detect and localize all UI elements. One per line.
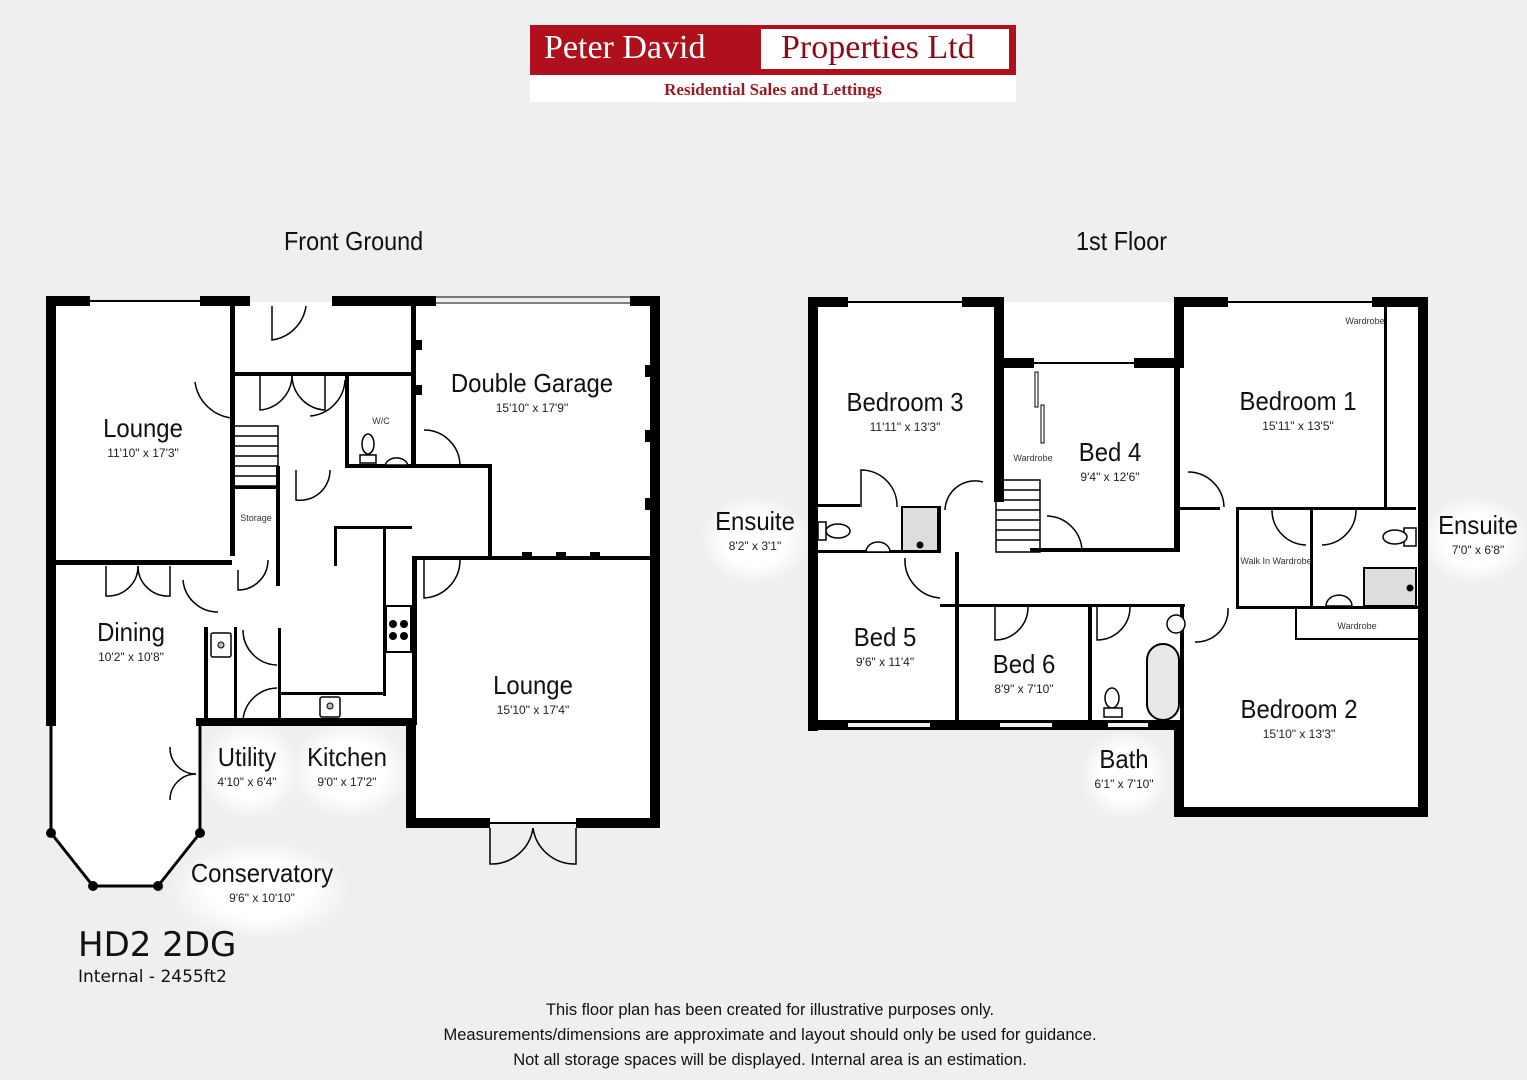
ensuite-left-glow	[700, 495, 810, 585]
label-storage: Storage	[240, 513, 272, 523]
room-bedroom-2: Bedroom 2 15'10" x 13'3"	[1240, 694, 1358, 741]
ground-floor-plan	[46, 296, 660, 891]
room-dining: Dining 10'2" x 10'8"	[97, 617, 165, 664]
ground-floor-title: Front Ground	[284, 226, 424, 256]
label-walk-in-wardrobe: Walk In Wardrobe	[1240, 556, 1312, 566]
logo-right-box: Properties Ltd	[761, 29, 1009, 69]
ensuite-right-glow	[1420, 495, 1527, 585]
label-wardrobe-bed1: Wardrobe	[1345, 316, 1385, 326]
room-bedroom-3: Bedroom 3 11'11" x 13'3"	[846, 387, 964, 434]
room-bed-4: Bed 4 9'4" x 12'6"	[1078, 437, 1142, 484]
conservatory-label-glow	[170, 840, 350, 940]
logo-left-text: Peter David	[544, 29, 706, 66]
company-logo: Peter David Properties Ltd Residential S…	[530, 25, 1016, 102]
logo-tagline: Residential Sales and Lettings	[664, 80, 882, 99]
utility-label-glow	[200, 720, 300, 820]
room-bedroom-1: Bedroom 1 15'11" x 13'5"	[1239, 386, 1357, 433]
room-ensuite-bed1: Ensuite 7'0" x 6'8"	[1438, 510, 1518, 557]
room-bath: Bath 6'1" x 7'10"	[1094, 744, 1154, 791]
room-bed-5: Bed 5 9'6" x 11'4"	[853, 622, 917, 669]
postcode: HD2 2DG	[78, 925, 237, 965]
label-wardrobe-bed4: Wardrobe	[1013, 453, 1053, 463]
logo-right-text: Properties Ltd	[781, 29, 975, 66]
room-double-garage: Double Garage 15'10" x 17'9"	[450, 368, 614, 415]
disclaimer-line-2: Measurements/dimensions are approximate …	[443, 1026, 1097, 1044]
room-utility: Utility 4'10" x 6'4"	[217, 742, 277, 789]
disclaimer: This floor plan has been created for ill…	[380, 998, 1160, 1073]
room-bed-6: Bed 6 8'9" x 7'10"	[992, 649, 1056, 696]
room-ensuite-bed3: Ensuite 8'2" x 3'1"	[715, 506, 795, 553]
logo-band: Peter David Properties Ltd	[530, 25, 1016, 75]
room-kitchen: Kitchen 9'0" x 17'2"	[307, 742, 387, 789]
kitchen-label-glow	[290, 720, 410, 820]
first-floor-title: 1st Floor	[1076, 226, 1168, 256]
room-lounge-left: Lounge 11'10" x 17'3"	[103, 413, 183, 460]
room-conservatory: Conservatory 9'6" x 10'10"	[190, 858, 334, 905]
label-wc: W/C	[372, 416, 390, 426]
bath-label-glow	[1080, 730, 1170, 820]
room-lounge-right: Lounge 15'10" x 17'4"	[493, 670, 573, 717]
disclaimer-line-1: This floor plan has been created for ill…	[545, 1001, 995, 1019]
internal-area: Internal - 2455ft2	[78, 967, 227, 987]
label-wardrobe-bed2: Wardrobe	[1337, 621, 1377, 631]
disclaimer-line-3: Not all storage spaces will be displayed…	[513, 1051, 1027, 1069]
first-floor-plan	[808, 297, 1428, 817]
